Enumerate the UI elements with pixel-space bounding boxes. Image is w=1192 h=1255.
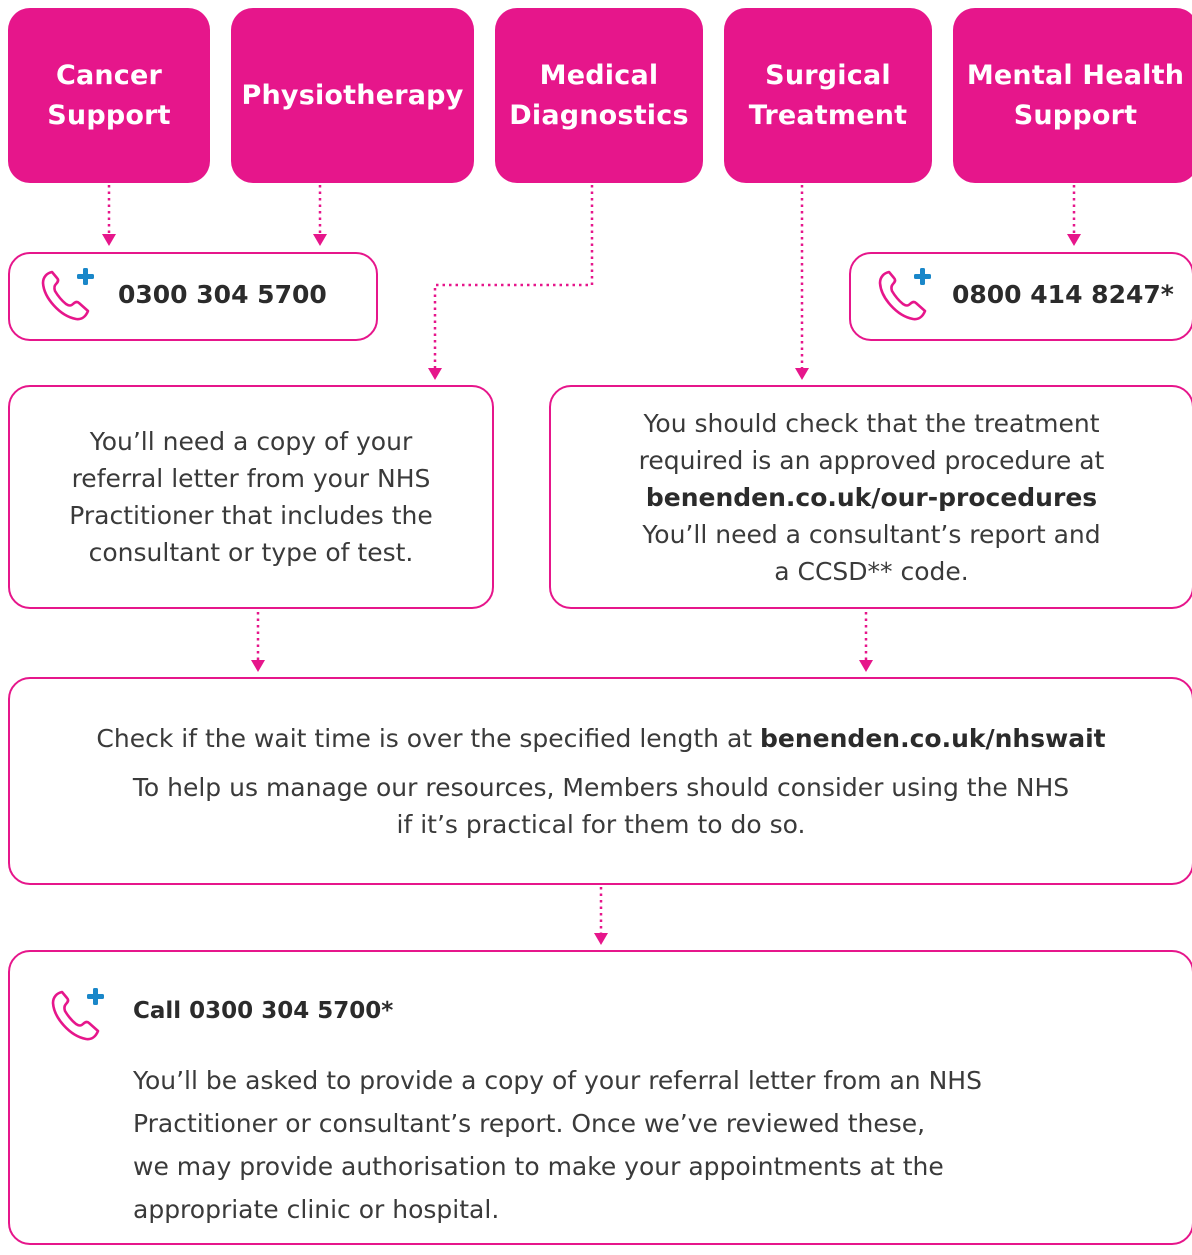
arrowhead-cancer <box>102 234 116 246</box>
tile-diag-line2: Diagnostics <box>509 99 689 131</box>
arrowhead-procedure <box>859 660 873 672</box>
phone-plus-icon <box>875 264 935 328</box>
referral-line-1: You’ll need a copy of your <box>89 427 413 456</box>
phone-plus-icon <box>48 984 108 1048</box>
wait-note-line-2: if it’s practical for them to do so. <box>396 809 806 839</box>
tile-cancer-line1: Cancer <box>55 59 163 91</box>
procedure-line-4: You’ll need a consultant’s report and <box>642 519 1101 549</box>
arrowhead-wait <box>594 933 608 945</box>
call-title[interactable]: Call 0300 304 5700* <box>133 998 394 1024</box>
procedure-line-1: You should check that the treatment <box>643 408 1100 438</box>
phone-number-mental[interactable]: 0800 414 8247* <box>952 280 1174 309</box>
procedure-line-5: a CCSD** code. <box>774 556 969 586</box>
arrowhead-diagnostics <box>428 368 442 380</box>
approved-procedure-box: You should check that the treatment requ… <box>549 385 1192 609</box>
referral-line-2: referral letter from your NHS <box>71 464 431 493</box>
tile-surg-line1: Surgical <box>765 59 891 91</box>
referral-letter-box: You’ll need a copy of your referral lett… <box>8 385 494 609</box>
call-line-4: appropriate clinic or hospital. <box>133 1195 500 1224</box>
arrowhead-referral <box>251 660 265 672</box>
tile-mental-line1: Mental Health <box>966 59 1185 91</box>
referral-line-4: consultant or type of test. <box>88 538 414 567</box>
call-description: You’ll be asked to provide a copy of you… <box>133 1059 982 1231</box>
phone-box-mental: 0800 414 8247* <box>849 252 1192 341</box>
call-box: Call 0300 304 5700* You’ll be asked to p… <box>8 950 1192 1245</box>
call-line-3: we may provide authorisation to make you… <box>133 1152 944 1181</box>
tile-cancer-line2: Support <box>47 99 171 131</box>
tile-physiotherapy[interactable]: Physiotherapy <box>231 8 474 183</box>
call-line-1: You’ll be asked to provide a copy of you… <box>133 1066 982 1095</box>
tile-surg-line2: Treatment <box>748 99 908 131</box>
nhswait-link[interactable]: benenden.co.uk/nhswait <box>760 723 1106 753</box>
wait-time-line: Check if the wait time is over the speci… <box>96 720 1105 757</box>
tile-diag-line1: Medical <box>539 59 659 91</box>
procedure-line-2: required is an approved procedure at <box>638 445 1105 475</box>
phone-number-main[interactable]: 0300 304 5700 <box>118 280 327 309</box>
arrowhead-physio <box>313 234 327 246</box>
referral-line-3: Practitioner that includes the <box>69 501 433 530</box>
arrowhead-surgical <box>795 368 809 380</box>
phone-plus-icon <box>38 264 98 328</box>
call-line-2: Practitioner or consultant’s report. Onc… <box>133 1109 926 1138</box>
wait-note-line-1: To help us manage our resources, Members… <box>132 772 1070 802</box>
tile-physio-line1: Physiotherapy <box>241 79 464 111</box>
phone-box-main: 0300 304 5700 <box>8 252 378 341</box>
arrow-diagnostics-line <box>433 185 594 368</box>
procedures-link[interactable]: benenden.co.uk/our-procedures <box>645 482 1098 512</box>
tile-mental-line2: Support <box>1013 99 1138 131</box>
wait-time-text: Check if the wait time is over the speci… <box>96 723 761 753</box>
wait-time-box: Check if the wait time is over the speci… <box>8 677 1192 885</box>
arrowhead-mental <box>1067 234 1081 246</box>
